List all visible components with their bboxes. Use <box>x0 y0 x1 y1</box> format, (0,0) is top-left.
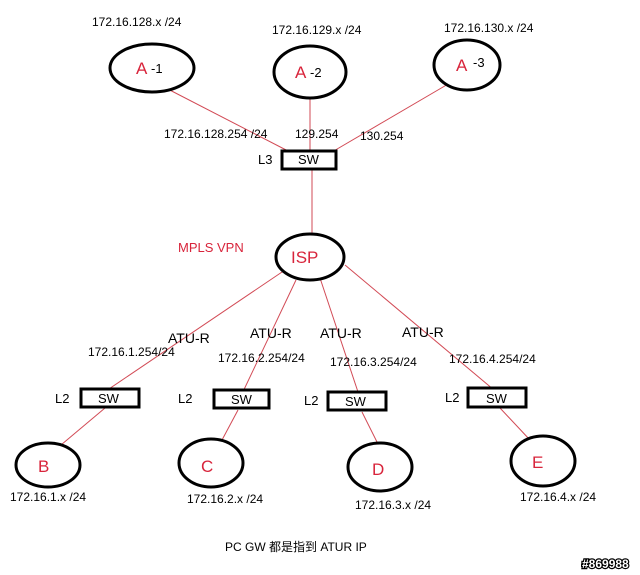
branch-c: ATU-R 172.16.2.254/24 L2 SW C 172.16.2.x… <box>177 325 305 506</box>
site-a2-node <box>272 44 348 100</box>
core-switch: 172.16.128.254 /24 129.254 130.254 L3 SW <box>164 127 404 171</box>
branch-d-router: ATU-R <box>320 325 362 341</box>
branch-e: ATU-R 172.16.4.254/24 L2 SW E 172.16.4.x… <box>402 324 596 504</box>
branch-c-node <box>177 437 245 489</box>
link-isp-b <box>99 269 286 396</box>
link-isp-e <box>344 264 501 396</box>
branch-e-router: ATU-R <box>402 324 444 340</box>
branch-b-node <box>14 441 82 489</box>
site-a2-suffix: -2 <box>310 65 322 80</box>
branch-b-layer: L2 <box>55 391 69 406</box>
branch-e-switch: SW <box>486 391 508 406</box>
isp-node <box>274 232 346 282</box>
core-switch-label: SW <box>298 152 320 167</box>
site-a3-node <box>432 38 502 92</box>
branch-b-gateway: 172.16.1.254/24 <box>88 345 175 359</box>
core-switch-box <box>280 149 338 171</box>
site-a2-subnet: 172.16.129.x /24 <box>272 23 362 37</box>
branch-d-subnet: 172.16.3.x /24 <box>355 498 431 512</box>
branch-d-switch: SW <box>345 394 367 409</box>
site-a2-letter: A <box>295 63 307 82</box>
branch-d-layer: L2 <box>304 393 318 408</box>
branch-b-switch-box <box>79 387 141 409</box>
branch-c-gateway: 172.16.2.254/24 <box>218 351 305 365</box>
branch-e-layer: L2 <box>445 390 459 405</box>
site-a1: 172.16.128.x /24 A -1 <box>92 15 196 94</box>
branch-e-site: E <box>532 453 543 472</box>
link-a3-core <box>331 79 456 153</box>
branch-b-switch: SW <box>98 391 120 406</box>
branch-d-node <box>346 441 414 493</box>
link-a1-core <box>159 84 291 153</box>
link-swb-b <box>54 407 106 451</box>
site-a1-letter: A <box>136 59 148 78</box>
isp: MPLS VPN ISP <box>178 232 346 282</box>
branch-d: ATU-R 172.16.3.254/24 L2 SW D 172.16.3.x… <box>304 325 431 512</box>
isp-service-label: MPLS VPN <box>178 240 244 255</box>
branch-c-subnet: 172.16.2.x /24 <box>187 492 263 506</box>
core-gateway-a3: 130.254 <box>360 129 404 143</box>
links <box>54 79 531 451</box>
branch-b-router: ATU-R <box>168 330 210 346</box>
site-a3: 172.16.130.x /24 A -3 <box>432 21 534 92</box>
site-a1-node <box>108 42 196 94</box>
branch-c-switch: SW <box>231 392 253 407</box>
diagram-caption: PC GW 都是指到 ATUR IP <box>225 539 367 554</box>
link-swe-e <box>499 407 531 441</box>
branch-c-router: ATU-R <box>250 325 292 341</box>
site-a3-letter: A <box>456 56 468 75</box>
watermark: #869988 <box>582 557 629 571</box>
branch-e-gateway: 172.16.4.254/24 <box>449 352 536 366</box>
branch-e-node <box>509 434 577 488</box>
link-swd-d <box>361 411 379 445</box>
core-gateway-a2: 129.254 <box>295 127 339 141</box>
isp-label: ISP <box>291 248 318 267</box>
branch-d-site: D <box>372 460 384 479</box>
site-a1-subnet: 172.16.128.x /24 <box>92 15 182 29</box>
site-a3-subnet: 172.16.130.x /24 <box>444 21 534 35</box>
site-a1-suffix: -1 <box>151 61 163 76</box>
core-gateway-a1: 172.16.128.254 /24 <box>164 127 268 141</box>
branch-b-subnet: 172.16.1.x /24 <box>10 490 86 504</box>
link-swc-c <box>221 409 239 441</box>
branch-c-site: C <box>201 457 213 476</box>
branch-d-gateway: 172.16.3.254/24 <box>330 355 417 369</box>
branch-c-switch-box <box>212 388 271 410</box>
branch-d-switch-box <box>326 390 388 412</box>
branch-e-switch-box <box>466 386 528 409</box>
link-isp-d <box>319 277 361 399</box>
site-a2: 172.16.129.x /24 A -2 <box>272 23 362 100</box>
branch-b: ATU-R 172.16.1.254/24 L2 SW B 172.16.1.x… <box>10 330 210 504</box>
branch-e-subnet: 172.16.4.x /24 <box>520 490 596 504</box>
link-isp-c <box>239 279 297 399</box>
branch-c-layer: L2 <box>178 391 192 406</box>
core-switch-layer: L3 <box>258 152 272 167</box>
branch-b-site: B <box>38 457 49 476</box>
site-a3-suffix: -3 <box>473 55 485 70</box>
